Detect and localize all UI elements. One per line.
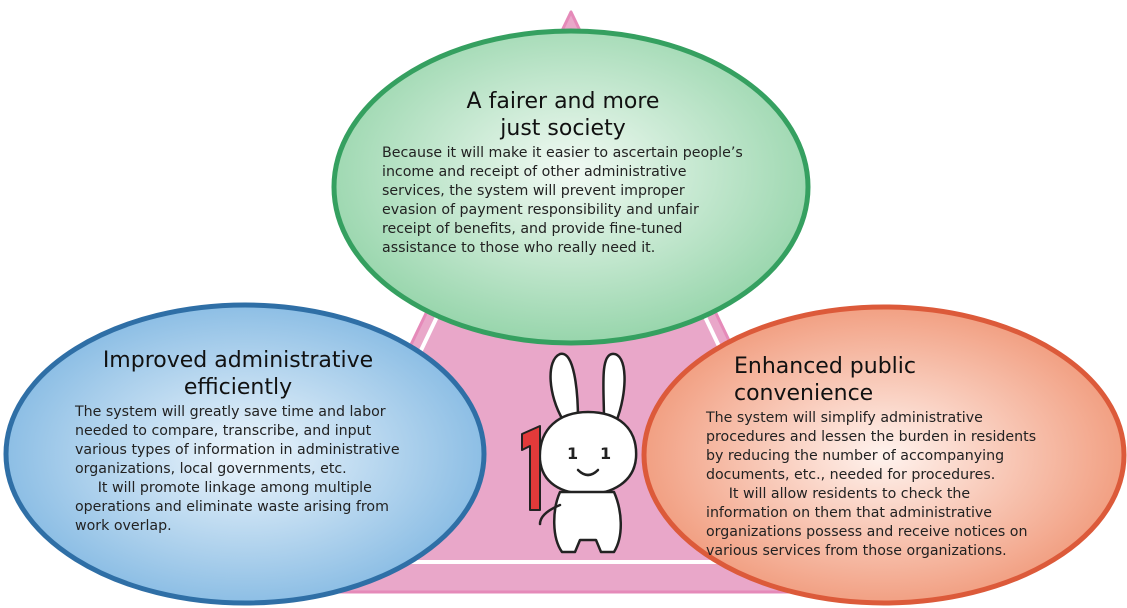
benefit-administrative-efficiency: Improved administrative efficiently The … — [75, 347, 420, 536]
public-convenience-description: The system will simplify administrative … — [706, 409, 1056, 561]
fairer-society-description: Because it will make it easier to ascert… — [382, 145, 743, 256]
administrative-efficiency-title-line1: Improved administrative — [102, 348, 374, 373]
fairer-society-title-line2: just society — [500, 116, 626, 141]
mascot-eye-right: 1 — [600, 444, 611, 463]
rabbit-mascot-icon — [521, 352, 638, 554]
administrative-efficiency-description: The system will greatly save time and la… — [75, 403, 420, 536]
administrative-efficiency-title-line2: efficiently — [183, 375, 293, 400]
administrative-efficiency-title: Improved administrative efficiently — [83, 347, 393, 401]
administrative-efficiency-paragraph-1: The system will greatly save time and la… — [75, 404, 400, 477]
mascot-red-one — [521, 425, 541, 511]
fairer-society-title: A fairer and more just society — [382, 88, 744, 142]
public-convenience-title: Enhanced public convenience — [734, 354, 916, 406]
fairer-society-title-line1: A fairer and more — [466, 89, 660, 114]
ellipse-administrative-efficiency — [3, 302, 487, 606]
public-convenience-paragraph-2: It will allow residents to check the inf… — [706, 486, 1028, 559]
benefit-public-convenience: Enhanced public convenience The system w… — [706, 353, 1056, 561]
benefit-fairer-society: A fairer and more just society Because i… — [382, 88, 744, 258]
public-convenience-paragraph-1: The system will simplify administrative … — [706, 410, 1037, 483]
mascot-eye-left: 1 — [567, 444, 578, 463]
ellipse-fairer-society — [331, 28, 811, 346]
administrative-efficiency-paragraph-2: It will promote linkage among multiple o… — [75, 480, 389, 534]
ellipse-public-convenience — [641, 304, 1127, 606]
